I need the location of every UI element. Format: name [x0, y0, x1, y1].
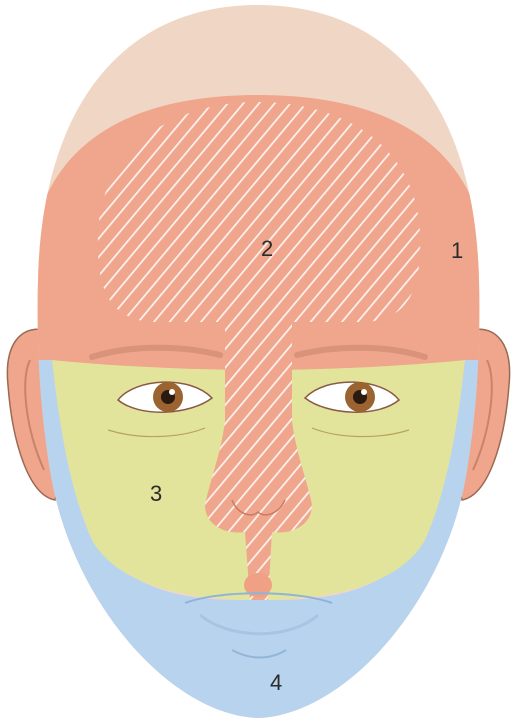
- zone-label-3: 3: [150, 483, 162, 505]
- zone-label-2: 2: [261, 238, 273, 260]
- zone-label-1: 1: [451, 240, 463, 262]
- zone-label-4: 4: [270, 672, 282, 694]
